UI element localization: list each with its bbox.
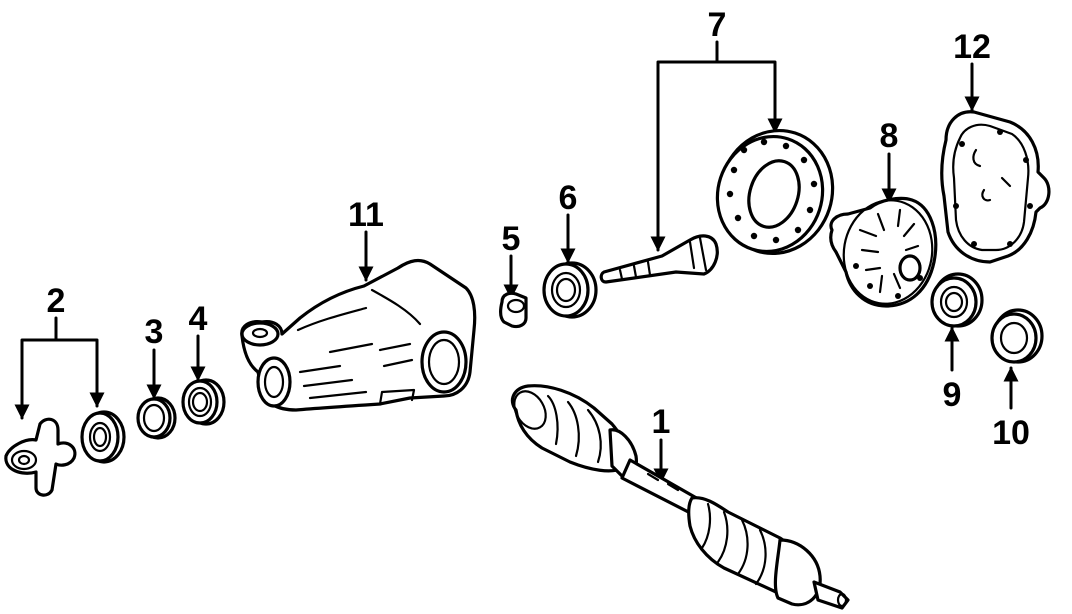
- part-side-bearing[interactable]: [930, 272, 984, 328]
- part-flange[interactable]: [4, 417, 77, 497]
- callout-11[interactable]: 11: [348, 196, 384, 234]
- part-ring-gear[interactable]: [703, 116, 849, 269]
- leader-lines: [14, 40, 1019, 484]
- callout-8[interactable]: 8: [880, 117, 899, 155]
- part-rear-cover[interactable]: [940, 110, 1051, 264]
- part-axle-shaft[interactable]: [508, 384, 850, 610]
- callout-1[interactable]: 1: [652, 403, 671, 441]
- part-differential-case[interactable]: [829, 193, 941, 311]
- ring-gear-bolt-holes: [726, 138, 818, 244]
- callout-9[interactable]: 9: [943, 376, 962, 414]
- callout-2[interactable]: 2: [47, 282, 66, 320]
- part-snap-ring[interactable]: [136, 396, 177, 440]
- part-bearing[interactable]: [542, 261, 598, 319]
- part-pinion-bearing[interactable]: [181, 378, 226, 426]
- part-side-seal[interactable]: [990, 308, 1044, 364]
- callout-5[interactable]: 5: [502, 220, 521, 258]
- callout-12[interactable]: 12: [953, 28, 991, 66]
- part-seal[interactable]: [80, 410, 126, 464]
- callout-4[interactable]: 4: [189, 300, 208, 338]
- callout-10[interactable]: 10: [992, 414, 1030, 452]
- part-drive-pinion[interactable]: [599, 234, 719, 284]
- callout-3[interactable]: 3: [145, 313, 164, 351]
- part-bushing[interactable]: [499, 291, 528, 329]
- part-carrier-housing[interactable]: [240, 258, 477, 412]
- callout-7[interactable]: 7: [708, 6, 727, 44]
- callout-6[interactable]: 6: [559, 179, 578, 217]
